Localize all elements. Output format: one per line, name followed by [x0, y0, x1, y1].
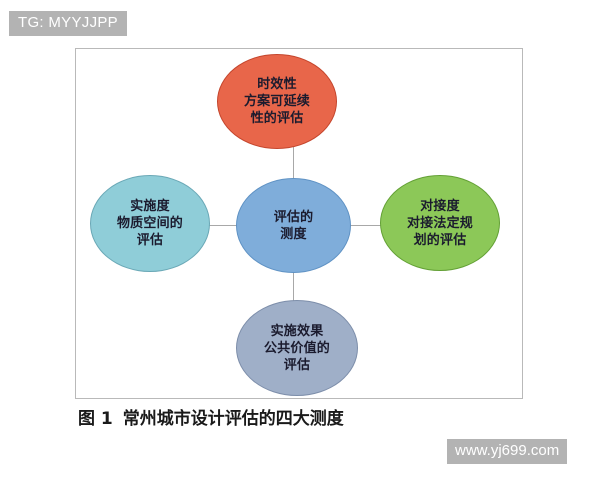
figure-caption-label: 图 1: [78, 409, 113, 429]
bubble-node-alignment-degree-line1: 对接度: [420, 198, 460, 214]
bubble-node-implementation-effect[interactable]: 实施效果 公共价值的 评估: [236, 300, 358, 396]
connector-center-to-left: [200, 225, 244, 226]
bubble-node-implementation-degree-line1: 实施度: [130, 199, 170, 214]
bubble-node-evaluation-dimensions[interactable]: 评估的 测度: [236, 178, 351, 273]
site-watermark-tag: www.yj699.com: [447, 439, 568, 464]
bubble-node-alignment-degree-line2: 对接法定规: [406, 215, 473, 231]
tg-watermark-tag: TG: MYYJJPP: [9, 11, 127, 36]
bubble-node-timeliness[interactable]: 时效性 方案可延续 性的评估: [217, 54, 337, 149]
bubble-node-implementation-effect-line1: 实施效果: [270, 323, 324, 339]
bubble-node-evaluation-dimensions-line1: 评估的: [273, 209, 314, 225]
bubble-node-alignment-degree-line3: 划的评估: [413, 232, 467, 248]
bubble-node-implementation-effect-line3: 评估: [283, 357, 311, 373]
bubble-node-implementation-effect-line2: 公共价值的: [263, 340, 330, 356]
connector-center-to-bottom: [293, 267, 294, 309]
bubble-node-implementation-degree-line2: 物质空间的: [116, 216, 183, 231]
bubble-node-alignment-degree[interactable]: 对接度 对接法定规 划的评估: [380, 175, 500, 271]
connector-center-to-top: [293, 141, 294, 185]
connector-center-to-right: [344, 225, 390, 226]
figure-diagram-frame: 时效性 方案可延续 性的评估 实施度 物质空间的 评估 评估的 测度 对接度 对…: [75, 48, 523, 399]
figure-caption: 图 1 常州城市设计评估的四大测度: [78, 407, 344, 431]
bubble-node-implementation-degree-line3: 评估: [136, 233, 164, 248]
figure-caption-title: 常州城市设计评估的四大测度: [122, 409, 344, 429]
bubble-node-timeliness-line3: 性的评估: [250, 111, 304, 126]
bubble-node-implementation-degree[interactable]: 实施度 物质空间的 评估: [90, 175, 210, 272]
bubble-node-timeliness-line2: 方案可延续: [243, 94, 310, 109]
bubble-node-evaluation-dimensions-line2: 测度: [280, 226, 307, 242]
bubble-node-timeliness-line1: 时效性: [257, 77, 297, 92]
